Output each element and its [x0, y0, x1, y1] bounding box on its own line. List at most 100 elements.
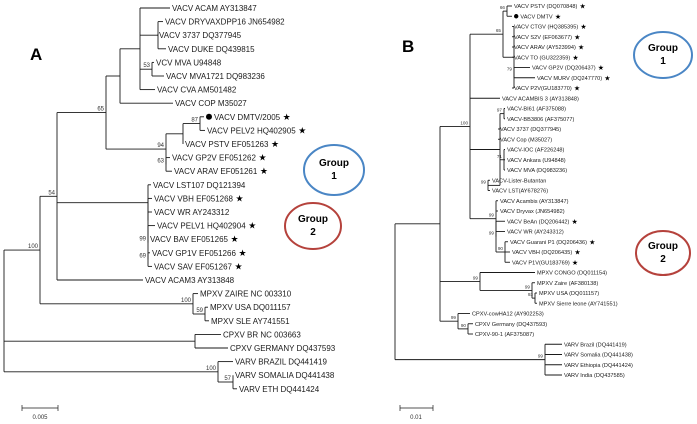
asterisk-star-icon: ★ [604, 74, 610, 82]
leaf-label: VACV DMTV/2005 [214, 113, 281, 122]
bootstrap-support: 93 [528, 292, 534, 297]
bootstrap-support: 90 [461, 323, 467, 328]
bootstrap-support: 63 [157, 158, 164, 164]
leaf-label: VACV PELV1 HQ402904 [157, 222, 246, 231]
asterisk-star-icon: ★ [589, 238, 595, 246]
bootstrap-support: 65 [97, 107, 104, 113]
leaf-label: VACV ACAMBIS 3 (AY313848) [502, 96, 579, 102]
asterisk-star-icon: ★ [598, 64, 604, 72]
asterisk-star-icon: ★ [236, 194, 244, 204]
leaf-label: VACV ARAV EF051261 [174, 167, 258, 176]
leaf-label: VACV SAV EF051267 [154, 262, 233, 271]
leaf-label: VACV DUKE DQ439815 [168, 45, 255, 54]
leaf-label: VACV VBH (DQ206435) [512, 250, 572, 256]
bootstrap-support: 57 [224, 376, 231, 382]
bootstrap-support: 94 [157, 143, 164, 149]
leaf-label: MPXV ZAIRE NC 003310 [200, 290, 292, 299]
bootstrap-support: 99 [489, 231, 495, 236]
scale-bar-a: 0.005 [21, 405, 59, 421]
leaf-label: VACV Guarani P1 (DQ206436) [510, 240, 587, 246]
group-1-ellipse-a [303, 144, 365, 196]
asterisk-star-icon: ★ [574, 33, 580, 41]
asterisk-star-icon: ★ [238, 249, 246, 259]
bootstrap-support: 65 [496, 28, 502, 33]
asterisk-star-icon: ★ [578, 44, 584, 52]
asterisk-star-icon: ★ [572, 54, 578, 62]
leaf-label: VACV 3737 (DQ377945) [500, 127, 561, 133]
bootstrap-support: 66 [500, 5, 506, 10]
scale-label-b: 0.01 [410, 415, 422, 421]
leaf-label: VACV ACAM3 AY313848 [145, 276, 235, 285]
leaf-label: VACV DMTV [520, 14, 552, 20]
leaf-label: VACV ARAV (AY523994) [514, 45, 576, 51]
filled-circle-icon [206, 113, 212, 120]
asterisk-star-icon: ★ [572, 218, 578, 226]
leaf-label: VACV BAV EF051265 [150, 235, 229, 244]
bootstrap-support: 87 [191, 118, 198, 124]
leaf-label: VACV Acambis (AY313847) [500, 199, 569, 205]
leaf-label: VACV Ankara (U94848) [507, 158, 566, 164]
asterisk-star-icon: ★ [298, 126, 306, 136]
leaf-label: CPXV BR NC 003663 [223, 330, 301, 339]
asterisk-star-icon: ★ [572, 259, 578, 267]
leaf-label: VACV MVA1721 DQ983236 [166, 72, 265, 81]
leaf-label: VACV-Lister-Butantan [492, 178, 546, 184]
bootstrap-support: 54 [48, 190, 55, 196]
leaf-label: VACV MURV (DQ247770) [537, 76, 602, 82]
leaf-label: VACV PSTV (DQ070848) [514, 4, 577, 10]
leaf-label: VACV BeAn (DQ206442) [507, 219, 570, 225]
leaf-label: MPXV USA (DQ011157) [539, 291, 599, 297]
asterisk-star-icon: ★ [235, 262, 243, 272]
leaf-label: VACV DRYVAXDPP16 JN654982 [165, 18, 285, 27]
bootstrap-support: 53 [143, 63, 150, 69]
leaf-label: VACV VBH EF051268 [154, 194, 234, 203]
leaf-label: VARV SOMALIA DQ441438 [235, 371, 335, 380]
leaf-label: VACV MVA (DQ983236) [507, 168, 567, 174]
leaf-label: MPXV Sierre leone (AY741551) [539, 301, 618, 307]
leaf-label: VACV CVA AM501482 [157, 86, 237, 95]
leaf-label: CPXV-90-1 (AF375087) [475, 332, 534, 338]
bootstrap-support: 99 [538, 354, 544, 359]
leaf-label: VCV MVA U94848 [156, 58, 222, 67]
leaf-label: MPXV SLE AY741551 [211, 317, 290, 326]
group-1-ellipse-b [633, 31, 693, 79]
bootstrap-support: 99 [525, 284, 531, 289]
leaf-label: VARV ETH DQ441424 [239, 385, 320, 394]
leaf-label: VACV WR AY243312 [154, 208, 230, 217]
leaf-label: VACV GP1V EF051266 [152, 249, 236, 258]
leaf-label: VARV Ethiopia (DQ441424) [564, 363, 633, 369]
bootstrap-support: 100 [181, 298, 192, 304]
leaf-label: VACV P2V(GU183770) [514, 86, 572, 92]
bootstrap-support: 71 [497, 154, 503, 159]
leaf-label: CPXV GERMANY DQ437593 [230, 344, 336, 353]
leaf-label: MPXV Zaire (AF380138) [537, 281, 598, 287]
asterisk-star-icon: ★ [231, 235, 239, 245]
leaf-label: VARV India (DQ437585) [564, 373, 625, 379]
leaf-label: VACV S2V (EF063677) [514, 35, 572, 41]
leaf-label: VACV-BB3806 (AF375077) [507, 117, 575, 123]
asterisk-star-icon: ★ [579, 3, 585, 11]
asterisk-star-icon: ★ [271, 140, 279, 150]
scale-label-a: 0.005 [32, 415, 48, 421]
bootstrap-support: 99 [481, 179, 487, 184]
bootstrap-support: 90 [498, 246, 504, 251]
leaf-label: VACV PSTV EF051263 [185, 140, 269, 149]
asterisk-star-icon: ★ [283, 113, 291, 123]
group-2-ellipse-a [284, 202, 342, 250]
bootstrap-support: 79 [507, 67, 513, 72]
bootstrap-support: 59 [196, 308, 203, 314]
panel-b-letter: B [402, 37, 414, 56]
leaf-label: VARV Brazil (DQ441419) [564, 342, 627, 348]
scale-bar-b: 0.01 [399, 405, 434, 421]
leaf-label: MPXV USA DQ011157 [210, 303, 291, 312]
bootstrap-support: 99 [473, 275, 479, 280]
leaf-label: VACV TO (GU322359) [514, 55, 570, 61]
leaf-label: VACV 3737 DQ377945 [159, 31, 242, 40]
bootstrap-support: 69 [139, 254, 146, 260]
